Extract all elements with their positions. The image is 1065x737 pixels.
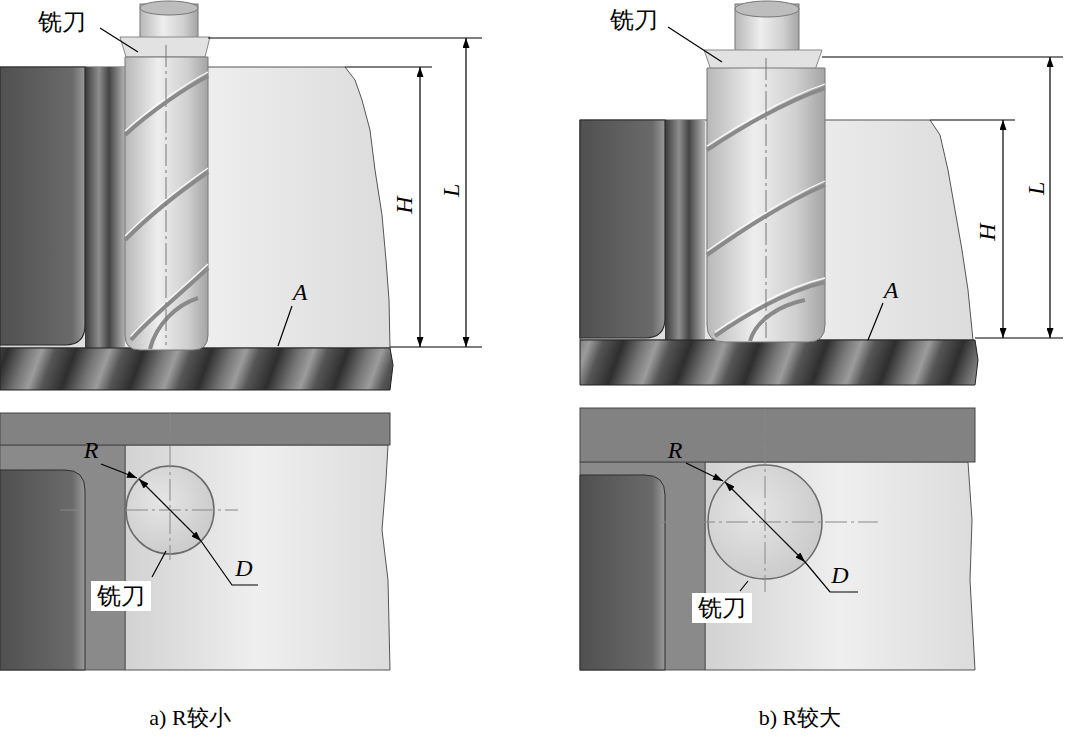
panel-a-top — [0, 413, 390, 670]
diameter-label: D — [234, 555, 253, 581]
dimension-letter: L — [1024, 180, 1050, 195]
caption: b) R较大 — [758, 706, 843, 730]
diameter-label: D — [830, 562, 849, 588]
dimension-letter: H — [975, 222, 1001, 241]
dimension-letter: L — [439, 182, 465, 197]
cutter-label: 铣刀 — [692, 593, 752, 623]
panel-b-top — [580, 408, 975, 670]
surface-label: A — [883, 277, 900, 303]
cutter-label: 铣刀 — [609, 7, 659, 33]
dimension-letter: H — [392, 195, 418, 214]
cutter-label: 铣刀 — [91, 581, 151, 611]
radius-label: R — [83, 437, 100, 463]
cutter-label: 铣刀 — [37, 9, 87, 35]
panel-b-side — [580, 1, 1063, 385]
panel-a-side — [0, 1, 482, 390]
radius-label: R — [667, 437, 684, 463]
caption: a) R较小 — [148, 706, 231, 730]
surface-label: A — [292, 279, 309, 305]
